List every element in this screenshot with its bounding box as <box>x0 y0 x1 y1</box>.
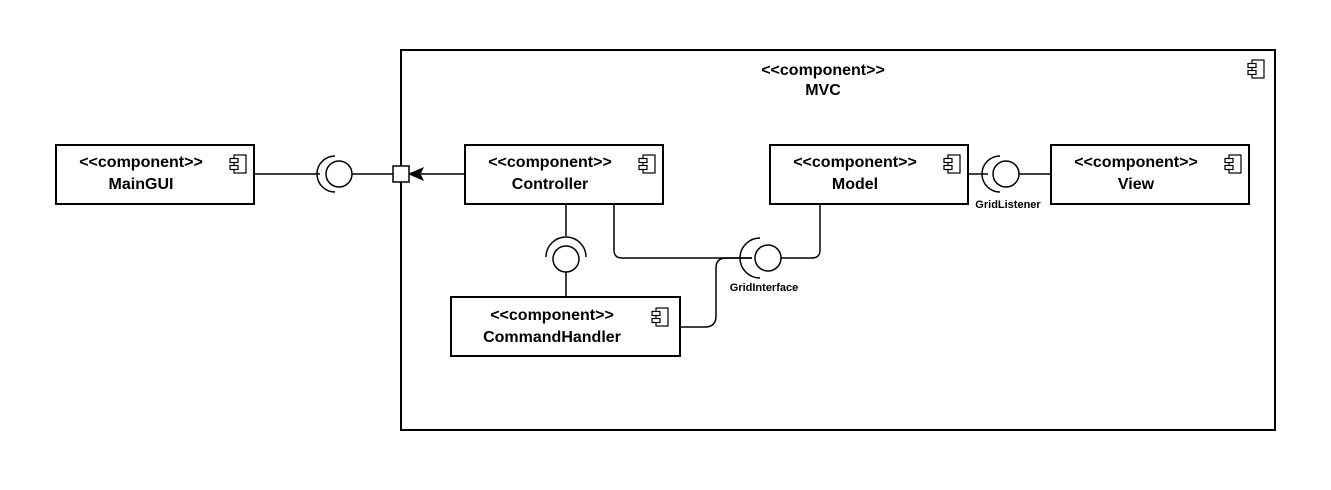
component-model[interactable]: <<component>> Model <box>769 144 969 205</box>
maingui-name: MainGUI <box>109 176 174 193</box>
commandhandler-grid-wire <box>681 257 752 328</box>
commandhandler-component-icon <box>651 307 669 327</box>
delegation-arrowhead <box>407 167 425 181</box>
component-controller[interactable]: <<component>> Controller <box>464 144 664 205</box>
mvc-name: MVC <box>805 82 841 99</box>
model-name: Model <box>832 176 878 193</box>
controller-stereotype: <<component>> <box>488 154 612 171</box>
commandhandler-name: CommandHandler <box>483 329 621 346</box>
mvc-provided-ball <box>325 160 353 188</box>
mvc-component-icon <box>1247 59 1265 79</box>
model-component-icon <box>943 154 961 174</box>
controller-name: Controller <box>512 176 588 193</box>
view-component-icon <box>1224 154 1242 174</box>
gridinterface-required-socket <box>739 237 761 279</box>
controller-component-icon <box>638 154 656 174</box>
maingui-required-socket <box>316 155 336 193</box>
gridinterface-label: GridInterface <box>730 282 798 294</box>
maingui-component-icon <box>229 154 247 174</box>
mvc-port[interactable] <box>392 165 410 183</box>
view-name: View <box>1118 176 1155 193</box>
model-stereotype: <<component>> <box>793 154 917 171</box>
controller-grid-wire <box>613 204 752 259</box>
gridlistener-required-socket <box>981 155 1001 193</box>
component-maingui[interactable]: <<component>> MainGUI <box>55 144 255 205</box>
mvc-stereotype: <<component>> <box>761 62 885 79</box>
commandhandler-stereotype: <<component>> <box>490 307 614 324</box>
connectors <box>255 155 1051 328</box>
controller-required-socket <box>545 236 587 258</box>
gridlistener-label: GridListener <box>975 199 1041 211</box>
mvc-container[interactable]: <<component>> MVC <box>400 49 1276 431</box>
view-stereotype: <<component>> <box>1074 154 1198 171</box>
component-commandhandler[interactable]: <<component>> CommandHandler <box>450 296 681 357</box>
maingui-stereotype: <<component>> <box>79 154 203 171</box>
model-grid-wire <box>781 204 821 259</box>
component-view[interactable]: <<component>> View <box>1050 144 1250 205</box>
